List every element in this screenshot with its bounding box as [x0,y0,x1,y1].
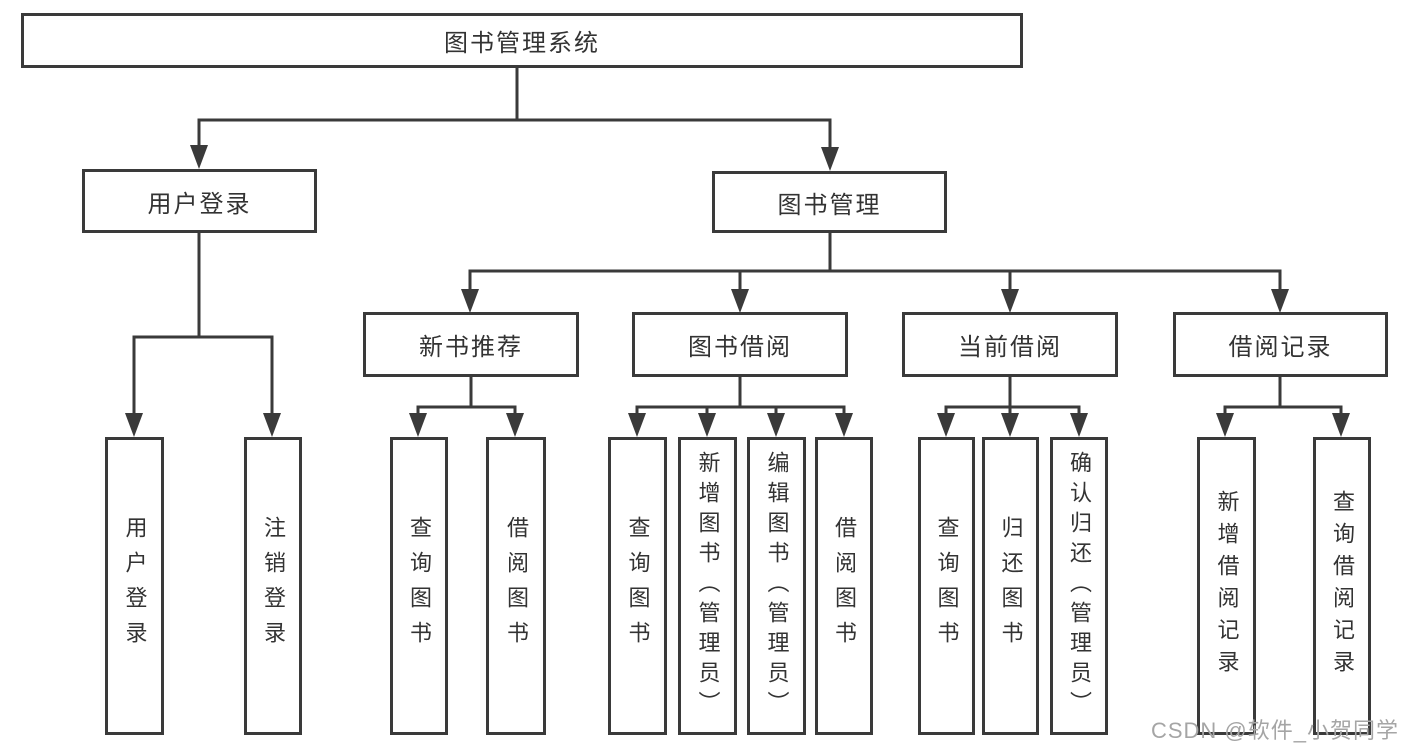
node-new-book-recommend: 新书推荐 [363,312,579,377]
node-book-management: 图书管理 [712,171,947,233]
node-book-management-label: 图书管理 [777,191,882,219]
leaf-borrow-book-recommend: 借阅图书 [486,437,546,735]
leaf-add-book-admin: 新增图书（管理员） [678,437,737,735]
leaf-edit-book-admin: 编辑图书（管理员） [747,437,806,735]
node-new-book-recommend-label: 新书推荐 [419,334,523,361]
node-borrow-records-label: 借阅记录 [1228,334,1333,361]
leaf-add-book-admin-label: 新增图书（管理员） [695,451,721,721]
leaf-borrow-book-recommend-label: 借阅图书 [504,516,529,656]
node-current-borrow-label: 当前借阅 [958,334,1062,361]
leaf-borrow-book-borrow: 借阅图书 [815,437,873,735]
leaf-return-book-label: 归还图书 [998,516,1024,656]
leaf-confirm-return-admin-label: 确认归还（管理员） [1067,451,1092,721]
leaf-add-borrow-record: 新增借阅记录 [1197,437,1256,735]
leaf-query-book-current-label: 查询图书 [934,516,960,656]
node-user-login-label: 用户登录 [147,190,252,218]
leaf-query-borrow-record-label: 查询借阅记录 [1330,490,1355,682]
leaf-query-borrow-record: 查询借阅记录 [1313,437,1371,735]
node-current-borrow: 当前借阅 [902,312,1118,377]
leaf-add-borrow-record-label: 新增借阅记录 [1214,490,1240,682]
leaf-query-book-borrow-label: 查询图书 [625,516,651,656]
tree-edges [132,66,1343,419]
csdn-watermark: CSDN @软件_小贺同学 [1150,718,1399,743]
leaf-borrow-book-borrow-label: 借阅图书 [832,516,857,656]
node-root-system: 图书管理系统 [21,13,1023,68]
node-user-login: 用户登录 [82,169,317,233]
leaf-return-book: 归还图书 [982,437,1039,735]
arrowheads [125,145,1350,437]
leaf-logout: 注销登录 [244,437,302,735]
leaf-user-login-label: 用户登录 [122,516,148,656]
node-book-borrow-label: 图书借阅 [688,334,792,361]
leaf-confirm-return-admin: 确认归还（管理员） [1050,437,1108,735]
leaf-logout-label: 注销登录 [261,516,286,656]
node-root-system-label: 图书管理系统 [444,30,600,57]
node-book-borrow: 图书借阅 [632,312,848,377]
leaf-edit-book-admin-label: 编辑图书（管理员） [764,451,790,721]
leaf-query-book-recommend: 查询图书 [390,437,448,735]
leaf-user-login: 用户登录 [105,437,164,735]
node-borrow-records: 借阅记录 [1173,312,1388,377]
leaf-query-book-current: 查询图书 [918,437,975,735]
leaf-query-book-borrow: 查询图书 [608,437,667,735]
leaf-query-book-recommend-label: 查询图书 [407,516,432,656]
